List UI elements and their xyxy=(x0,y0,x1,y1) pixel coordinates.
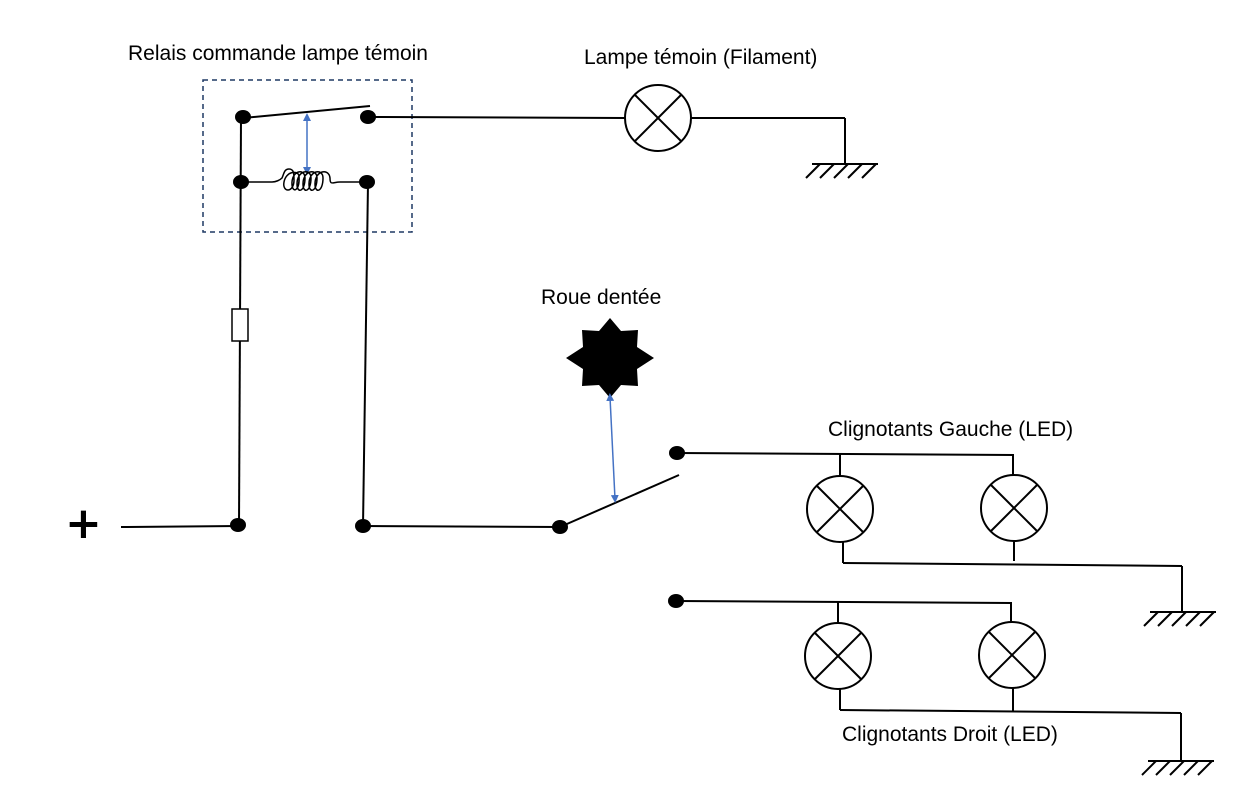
relay-coil-icon xyxy=(243,168,367,191)
terminal-dot-icon xyxy=(233,175,249,189)
right-blinker-lamp-1-icon xyxy=(804,622,872,690)
indicator-lamp-icon xyxy=(624,84,692,152)
left-blinker-lamp-2-icon xyxy=(980,474,1048,542)
ground-icon-right-blinkers xyxy=(1141,760,1214,776)
relay-switch xyxy=(242,105,371,119)
terminal-dot-icon xyxy=(668,594,684,608)
terminal-dot-icon xyxy=(360,110,376,124)
right-blinkers-label: Clignotants Droit (LED) xyxy=(842,723,1058,746)
terminal-dot-icon xyxy=(235,110,251,124)
terminal-dot-icon xyxy=(355,519,371,533)
wheel-mechanical-link xyxy=(606,393,619,503)
right-blinker-lamp-2-icon xyxy=(978,621,1046,689)
indicator-lamp-label: Lampe témoin (Filament) xyxy=(584,46,818,69)
terminal-dot-icon xyxy=(669,446,685,460)
wires xyxy=(120,116,1183,761)
relay-label: Relais commande lampe témoin xyxy=(128,42,428,65)
ground-icon-left-blinkers xyxy=(1143,611,1216,627)
toothed-wheel-icon xyxy=(566,318,654,398)
toothed-wheel-label: Roue dentée xyxy=(541,286,662,309)
left-blinkers-label: Clignotants Gauche (LED) xyxy=(828,418,1074,441)
terminal-dot-icon xyxy=(552,520,568,534)
positive-terminal-label: + xyxy=(65,498,102,549)
ground-icon-lamp xyxy=(805,163,878,179)
terminal-dot-icon xyxy=(230,518,246,532)
terminal-dot-icon xyxy=(359,175,375,189)
left-blinker-lamp-1-icon xyxy=(806,475,874,543)
fuse-icon xyxy=(231,308,249,342)
terminal-dots xyxy=(230,110,685,608)
